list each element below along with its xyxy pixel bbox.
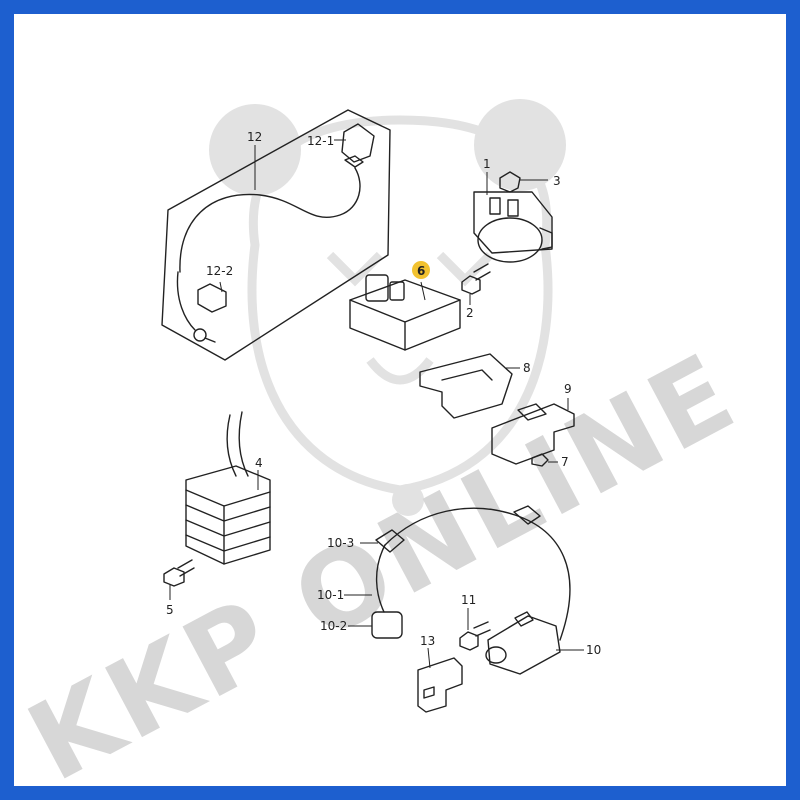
parts-diagram: KKP ONLINE (14, 99, 756, 786)
callout-5: 5 (166, 603, 174, 617)
callout-10-3: 10-3 (327, 536, 354, 550)
watermark-label: KKP ONLINE (14, 330, 756, 786)
callout-10-1: 10-1 (317, 588, 344, 602)
part-4-regulator (163, 411, 271, 600)
callout-12-2: 12-2 (206, 264, 233, 278)
callout-3: 3 (553, 174, 561, 188)
part-1-starter-relay (473, 171, 553, 263)
part-10-ignition-coil (344, 505, 584, 675)
callout-13: 13 (420, 634, 435, 648)
diagram-frame: KKP ONLINE (14, 14, 786, 786)
watermark-mascot (209, 99, 566, 516)
callout-12: 12 (247, 130, 262, 144)
part-11-bolt (459, 608, 491, 651)
callout-6-highlight (412, 261, 430, 279)
part-13-bracket (417, 647, 463, 713)
callout-1: 1 (483, 157, 491, 171)
part-6-control-module (349, 261, 461, 351)
part-9-bracket (491, 398, 575, 467)
callout-12-1: 12-1 (307, 134, 334, 148)
part-8-cover (419, 353, 520, 419)
callout-10-2: 10-2 (320, 619, 347, 633)
callout-6: 6 (417, 264, 425, 278)
callout-8: 8 (523, 361, 531, 375)
callout-10: 10 (586, 643, 601, 657)
callout-7: 7 (561, 455, 569, 469)
part-12-cable-kit (161, 109, 391, 361)
watermark-text: KKP ONLINE (14, 330, 756, 786)
callout-11: 11 (461, 593, 476, 607)
part-2-bolt (461, 263, 491, 305)
callout-2: 2 (466, 306, 474, 320)
callout-9: 9 (564, 382, 572, 396)
callout-4: 4 (255, 456, 263, 470)
